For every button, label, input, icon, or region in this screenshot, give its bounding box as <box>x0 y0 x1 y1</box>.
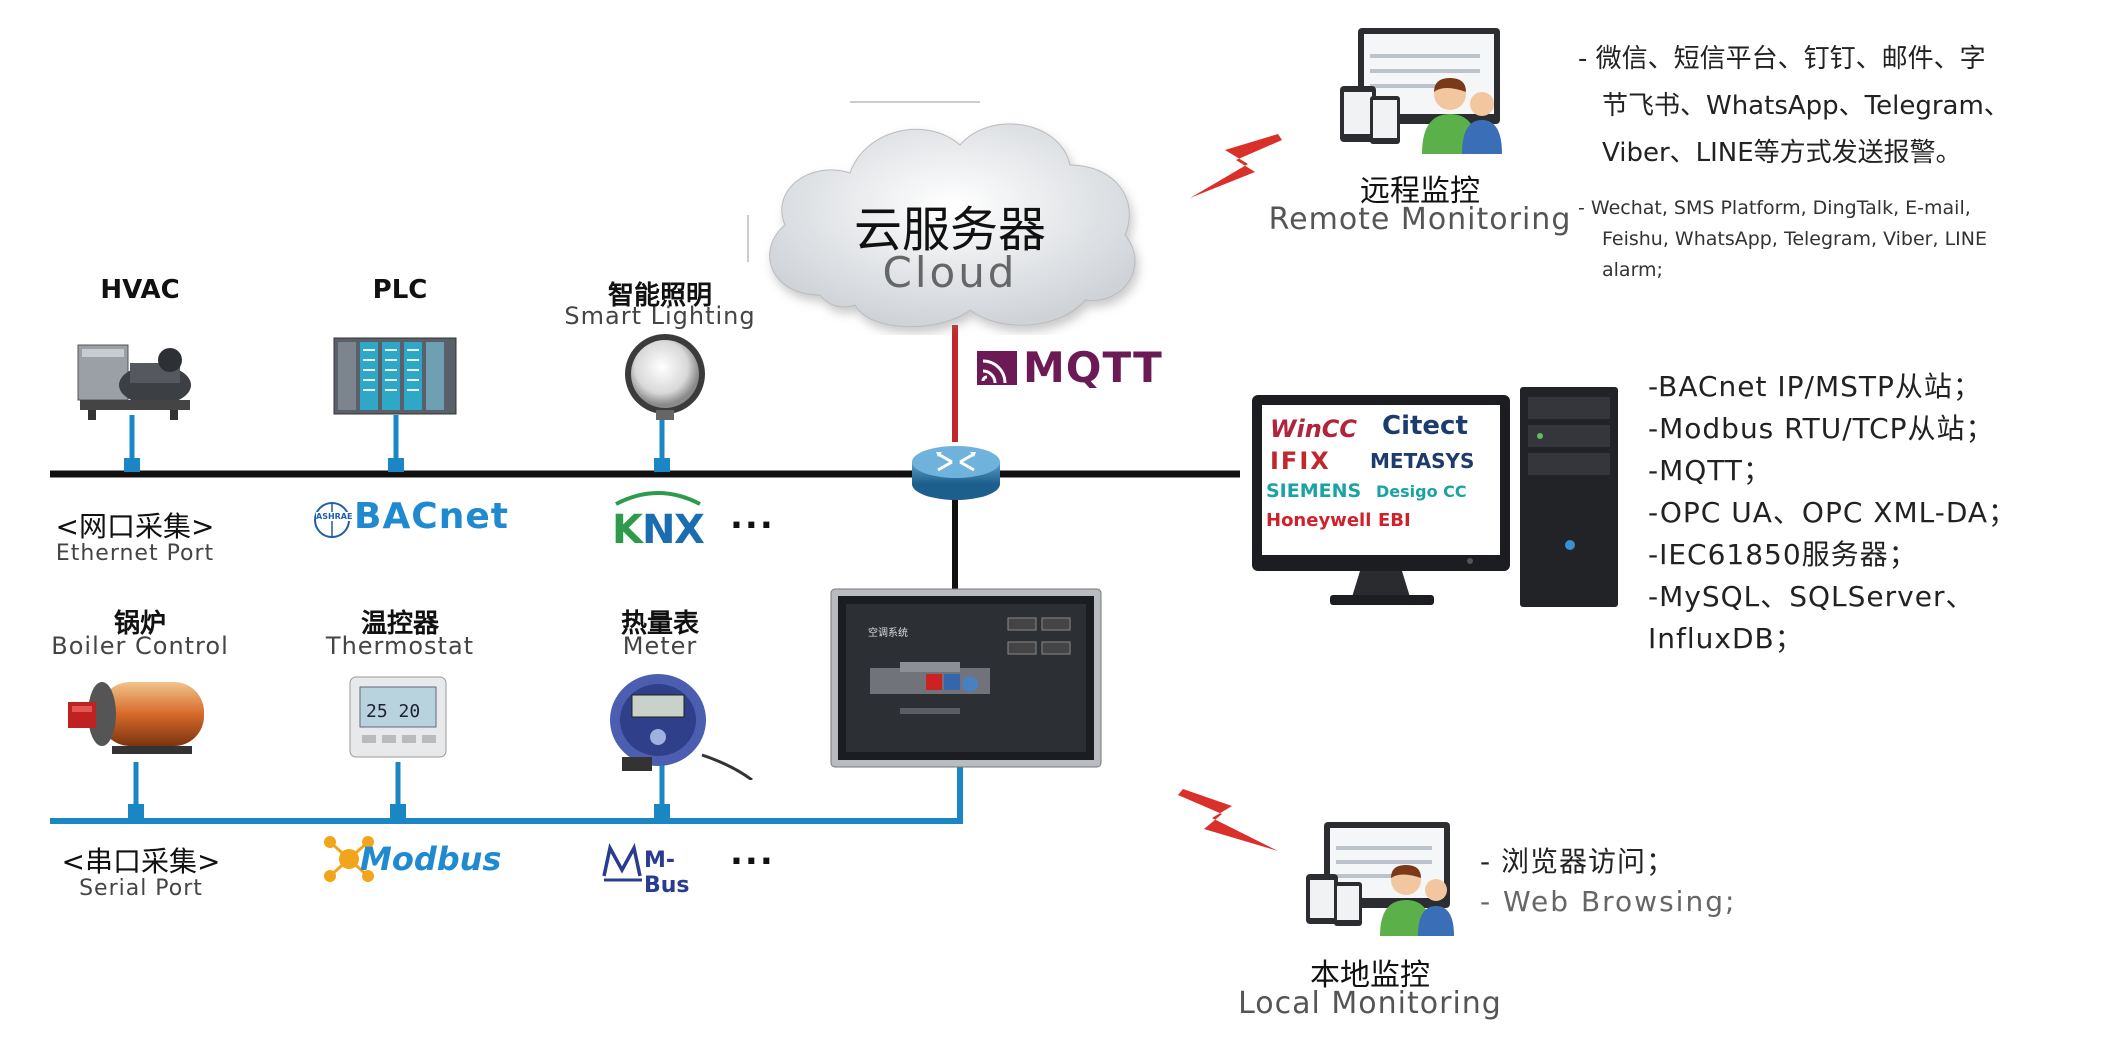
remote-alarm-cn-line-3: Viber、LINE等方式发送报警。 <box>1602 138 1962 168</box>
mqtt-signal-icon <box>977 351 1017 385</box>
remote-alarm-en-line-1: - Wechat, SMS Platform, DingTalk, E-mail… <box>1578 197 1971 219</box>
remote-title-cn: 远程监控 <box>1360 174 1480 209</box>
modbus-logo: Modbus <box>320 830 510 890</box>
desigo-logo: Desigo CC <box>1376 482 1467 501</box>
lighting-drop-node <box>654 458 670 472</box>
citect-logo: Citect <box>1382 411 1468 441</box>
serial-title-en: Serial Port <box>79 876 203 901</box>
workstation-icon <box>1252 387 1618 607</box>
hmi-panel: 空调系统 <box>830 588 1102 768</box>
plc-title: PLC <box>372 275 428 305</box>
local-line-cn: - 浏览器访问； <box>1480 845 1676 878</box>
light-bulb-icon <box>620 332 710 422</box>
ebi-logo: EBI <box>1378 510 1411 531</box>
honeywell-logo: Honeywell <box>1266 510 1372 531</box>
siemens-logo: SIEMENS <box>1266 480 1362 502</box>
protocols-top-more: ... <box>730 497 775 537</box>
mbus-logo: M-Bus <box>600 840 720 898</box>
cloud-title-cn: 云服务器 <box>853 202 1046 258</box>
boiler-icon <box>62 670 212 762</box>
svg-text:X: X <box>674 507 705 548</box>
protocol-item: -IEC61850服务器； <box>1648 538 1918 571</box>
local-title-en: Local Monitoring <box>1238 986 1502 1021</box>
remote-alarm-cn: - 微信、短信平台、钉钉、邮件、字 节飞书、WhatsApp、Telegram、… <box>1578 36 2098 177</box>
heat-meter-icon <box>602 665 762 782</box>
plc-drop-node <box>388 458 404 472</box>
plc-icon <box>332 336 462 416</box>
local-title-cn: 本地监控 <box>1310 958 1430 993</box>
remote-alarm-cn-line-2: 节飞书、WhatsApp、Telegram、 <box>1602 91 2010 121</box>
hvac-drop-node <box>124 458 140 472</box>
remote-alarm-en: - Wechat, SMS Platform, DingTalk, E-mail… <box>1578 193 2098 286</box>
thermostat-drop-node <box>390 804 406 818</box>
thermostat-subtitle: Thermostat <box>325 632 475 660</box>
protocol-list: -BACnet IP/MSTP从站； -Modbus RTU/TCP从站； -M… <box>1648 366 2118 660</box>
protocol-item: -OPC UA、OPC XML-DA； <box>1648 496 2018 529</box>
protocol-item: -MQTT； <box>1648 454 1773 487</box>
wincc-logo: WinCC <box>1270 415 1358 443</box>
svg-text:N: N <box>642 507 675 548</box>
remote-alarm-en-line-2: Feishu, WhatsApp, Telegram, Viber, LINE <box>1602 228 1987 250</box>
local-monitoring-devices-icon <box>1300 820 1460 936</box>
protocols-bottom-more: ... <box>730 833 775 873</box>
thermostat-icon: 25 20 <box>348 675 448 760</box>
ethernet-title-cn: <网口采集> <box>55 510 215 543</box>
hvac-title: HVAC <box>100 275 180 305</box>
meter-subtitle: Meter <box>622 632 698 660</box>
mqtt-label: MQTT <box>1023 343 1163 392</box>
svg-text:25 20: 25 20 <box>366 701 420 722</box>
knx-logo: K N X <box>608 488 718 553</box>
ifix-logo: IFIX <box>1270 447 1331 475</box>
bacnet-logo: ASHRAE BACnet <box>312 496 512 546</box>
meter-title: 热量表 <box>620 609 699 639</box>
lightning-local-icon <box>1178 789 1278 851</box>
protocol-item: -BACnet IP/MSTP从站； <box>1648 370 1982 403</box>
remote-alarm-cn-line-1: - 微信、短信平台、钉钉、邮件、字 <box>1578 44 1986 74</box>
remote-alarm-en-line-3: alarm; <box>1602 259 1663 281</box>
boiler-subtitle: Boiler Control <box>51 632 229 660</box>
remote-monitoring-devices-icon <box>1330 26 1510 156</box>
ashrae-small: ASHRAE <box>316 512 353 521</box>
scada-workstation: WinCC Citect IFIX METASYS SIEMENS Desigo… <box>1250 385 1622 610</box>
modbus-network-icon <box>324 836 374 882</box>
boiler-title: 锅炉 <box>113 609 166 639</box>
cloud-title-en: Cloud <box>882 248 1018 297</box>
cloud-node: 云服务器 Cloud <box>750 105 1150 335</box>
boiler-drop-node <box>128 804 144 818</box>
serial-title-cn: <串口采集> <box>61 845 221 878</box>
meter-drop-node <box>654 804 670 818</box>
lighting-subtitle: Smart Lighting <box>564 302 756 330</box>
protocol-item: -MySQL、SQLServer、InfluxDB； <box>1648 580 1975 655</box>
local-line-en: - Web Browsing; <box>1480 885 1737 918</box>
lighting-title: 智能照明 <box>607 281 712 311</box>
cloud-icon <box>769 123 1136 328</box>
mbus-label: M-Bus <box>642 848 720 898</box>
svg-text:K: K <box>612 507 645 548</box>
lightning-remote-icon <box>1190 134 1282 198</box>
remote-title-en: Remote Monitoring <box>1268 202 1572 237</box>
protocol-item: -Modbus RTU/TCP从站； <box>1648 412 1995 445</box>
thermostat-title: 温控器 <box>360 609 439 639</box>
metasys-logo: METASYS <box>1370 449 1475 473</box>
mqtt-logo: MQTT <box>975 343 1175 395</box>
hmi-screen-title: 空调系统 <box>868 628 908 639</box>
bacnet-label: BACnet <box>354 496 509 537</box>
router-icon <box>908 440 1004 504</box>
hvac-chiller-icon <box>70 335 200 425</box>
ethernet-title-en: Ethernet Port <box>55 541 215 566</box>
modbus-label: Modbus <box>360 840 502 878</box>
